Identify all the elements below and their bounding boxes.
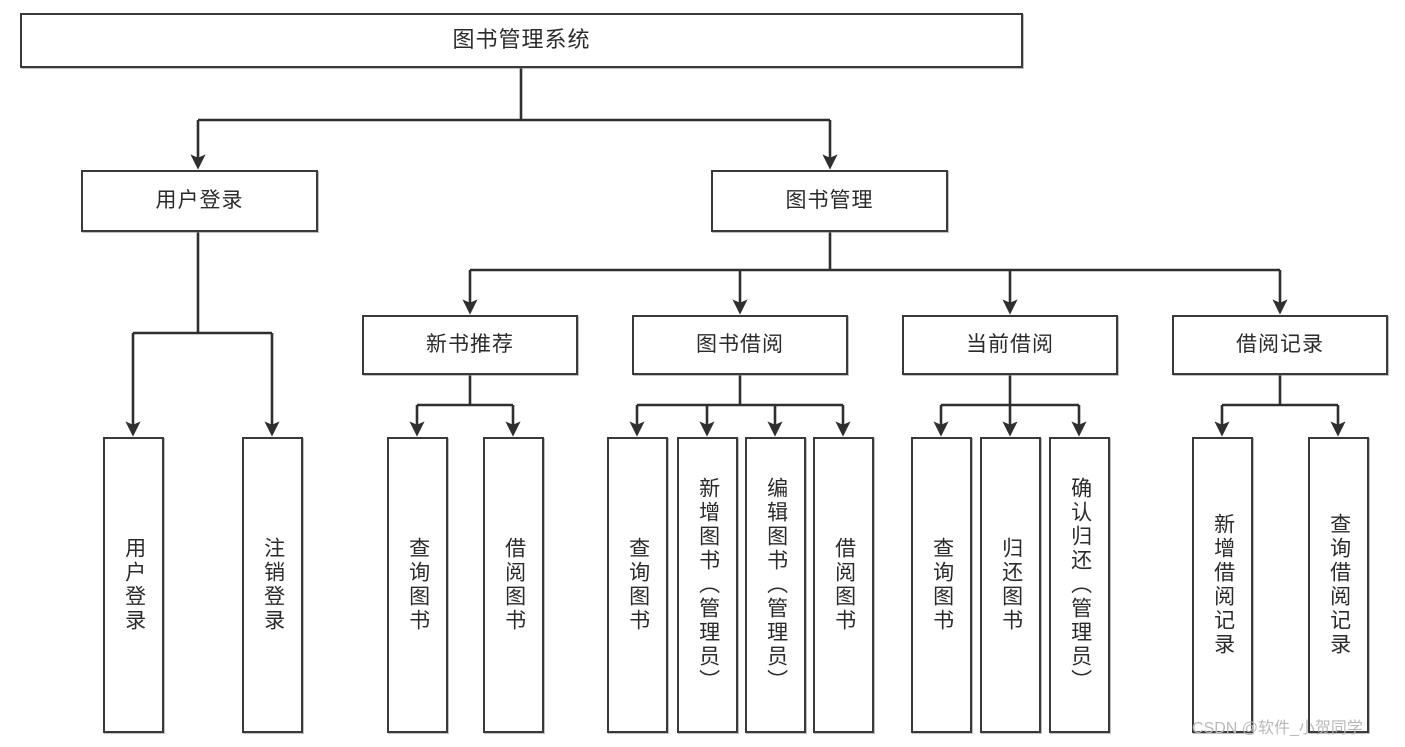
leaf-confirm-return-admin[interactable]: 确认归还（管理员） bbox=[1049, 437, 1110, 733]
node-user-login[interactable]: 用户登录 bbox=[81, 170, 318, 232]
node-label: 借阅图书 bbox=[832, 537, 856, 633]
leaf-borrow-book-recommend[interactable]: 借阅图书 bbox=[483, 437, 544, 733]
node-label: 当前借阅 bbox=[966, 333, 1054, 357]
node-book-management[interactable]: 图书管理 bbox=[711, 170, 948, 232]
node-label: 新书推荐 bbox=[426, 333, 514, 357]
node-label: 图书管理 bbox=[785, 189, 874, 213]
node-label: 查询图书 bbox=[406, 537, 430, 633]
node-label: 注销登录 bbox=[261, 537, 285, 633]
node-label: 编辑图书（管理员） bbox=[764, 477, 788, 693]
node-borrow-record[interactable]: 借阅记录 bbox=[1172, 315, 1388, 375]
node-label: 借阅记录 bbox=[1236, 333, 1324, 357]
node-label: 新增借阅记录 bbox=[1211, 513, 1235, 657]
node-label: 借阅图书 bbox=[502, 537, 526, 633]
leaf-query-book-recommend[interactable]: 查询图书 bbox=[387, 437, 448, 733]
leaf-user-logout[interactable]: 注销登录 bbox=[242, 437, 303, 733]
leaf-query-book-current[interactable]: 查询图书 bbox=[911, 437, 972, 733]
node-label: 图书管理系统 bbox=[452, 27, 591, 53]
node-label: 查询图书 bbox=[930, 537, 954, 633]
node-label: 图书借阅 bbox=[696, 333, 784, 357]
leaf-user-login[interactable]: 用户登录 bbox=[103, 437, 164, 733]
leaf-add-borrow-record[interactable]: 新增借阅记录 bbox=[1192, 437, 1253, 733]
leaf-return-book[interactable]: 归还图书 bbox=[980, 437, 1041, 733]
node-label: 归还图书 bbox=[999, 537, 1023, 633]
node-label: 查询借阅记录 bbox=[1327, 513, 1351, 657]
leaf-edit-book-admin[interactable]: 编辑图书（管理员） bbox=[745, 437, 806, 733]
leaf-query-book-borrow[interactable]: 查询图书 bbox=[607, 437, 668, 733]
node-label: 查询图书 bbox=[626, 537, 650, 633]
leaf-query-borrow-record[interactable]: 查询借阅记录 bbox=[1308, 437, 1369, 733]
node-label: 用户登录 bbox=[122, 537, 146, 633]
node-new-book-recommend[interactable]: 新书推荐 bbox=[362, 315, 578, 375]
node-current-borrow[interactable]: 当前借阅 bbox=[902, 315, 1118, 375]
leaf-borrow-book[interactable]: 借阅图书 bbox=[813, 437, 874, 733]
leaf-add-book-admin[interactable]: 新增图书（管理员） bbox=[677, 437, 738, 733]
node-book-borrow[interactable]: 图书借阅 bbox=[632, 315, 848, 375]
node-label: 确认归还（管理员） bbox=[1068, 477, 1092, 693]
node-label: 用户登录 bbox=[155, 189, 244, 213]
node-root-book-management-system[interactable]: 图书管理系统 bbox=[20, 13, 1023, 68]
node-label: 新增图书（管理员） bbox=[696, 477, 720, 693]
csdn-watermark: CSDN @软件_小贺同学 bbox=[1192, 720, 1363, 737]
